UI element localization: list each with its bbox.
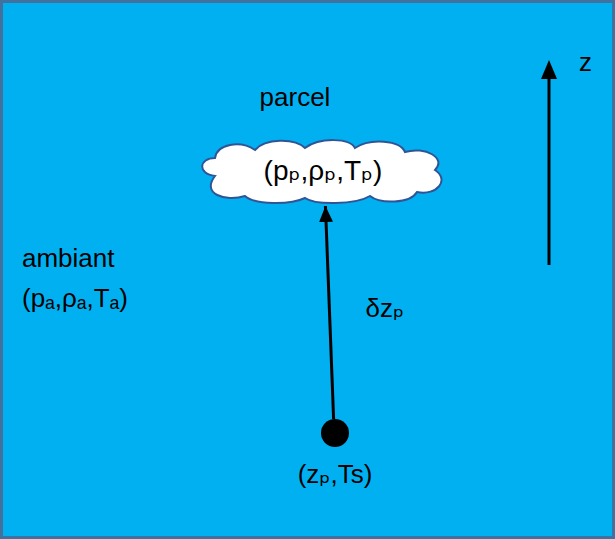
- point-dot: [321, 419, 349, 447]
- node-heading: parcel: [260, 80, 331, 114]
- start-point: (zₚ,Ts): [265, 419, 405, 491]
- point-label-row: (zₚ,Ts): [265, 457, 405, 491]
- z-axis-arrowhead: [541, 60, 557, 79]
- ambient-label: (pₐ,ρₐ,Tₐ): [22, 281, 128, 315]
- edge-label: δzₚ: [366, 291, 405, 325]
- z-axis-line: [548, 75, 551, 265]
- point-label: (zₚ,Ts): [298, 457, 373, 491]
- axis-label: z: [579, 45, 592, 79]
- cloud-shape: (pₚ,ρₚ,Tₚ): [195, 136, 451, 206]
- displacement-arrow: [325, 206, 333, 419]
- parcel-cloud: parcel (pₚ,ρₚ,Tₚ): [195, 80, 451, 206]
- ambient-label: ambiant: [22, 241, 115, 275]
- parcel-state: (pₚ,ρₚ,Tₚ): [264, 136, 383, 206]
